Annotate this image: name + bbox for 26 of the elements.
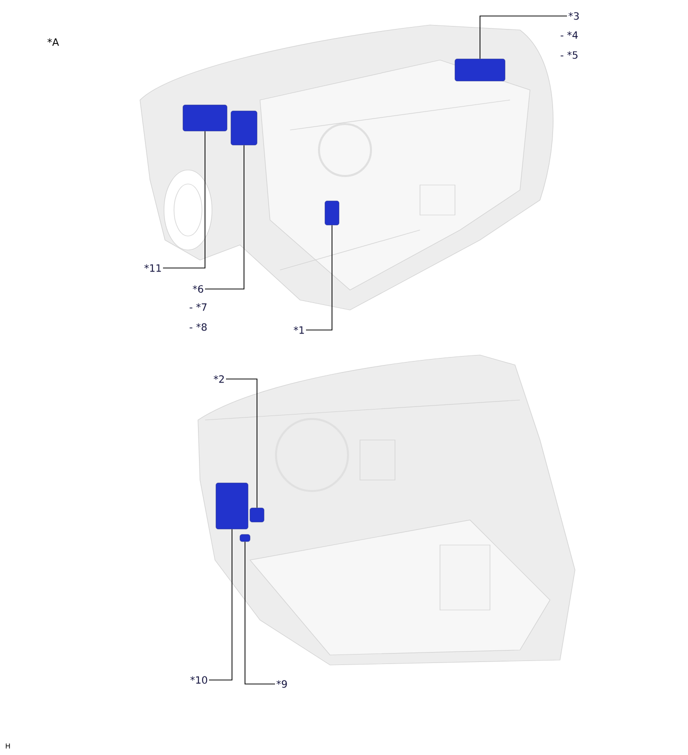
- callout-number: *9: [276, 680, 287, 688]
- callout-number: - *8: [190, 323, 207, 331]
- leader-line: [204, 144, 244, 290]
- callout-number: *6: [192, 285, 204, 293]
- callout-number: *3: [568, 12, 579, 20]
- callout-number: - *7: [190, 303, 206, 311]
- leader-line: [226, 378, 258, 508]
- callout-number: *1: [294, 326, 304, 334]
- part-block: [250, 508, 264, 522]
- part-block: [324, 200, 340, 226]
- part-block: [216, 482, 248, 530]
- part-block: [454, 58, 506, 82]
- part-block: [182, 104, 228, 132]
- callout-number: - *4: [560, 31, 578, 39]
- leader-line: [480, 16, 568, 60]
- part-block: [240, 534, 250, 542]
- leader-line: [162, 130, 206, 268]
- leader-line: [306, 224, 332, 330]
- leader-line: [208, 528, 232, 680]
- view-label: *A: [48, 38, 59, 46]
- callout-number: - *5: [560, 51, 578, 59]
- callout-number: *11: [144, 264, 161, 272]
- part-block: [230, 110, 258, 146]
- callout-number: *10: [190, 676, 208, 684]
- callout-number: *2: [214, 375, 224, 383]
- leader-line: [244, 541, 276, 684]
